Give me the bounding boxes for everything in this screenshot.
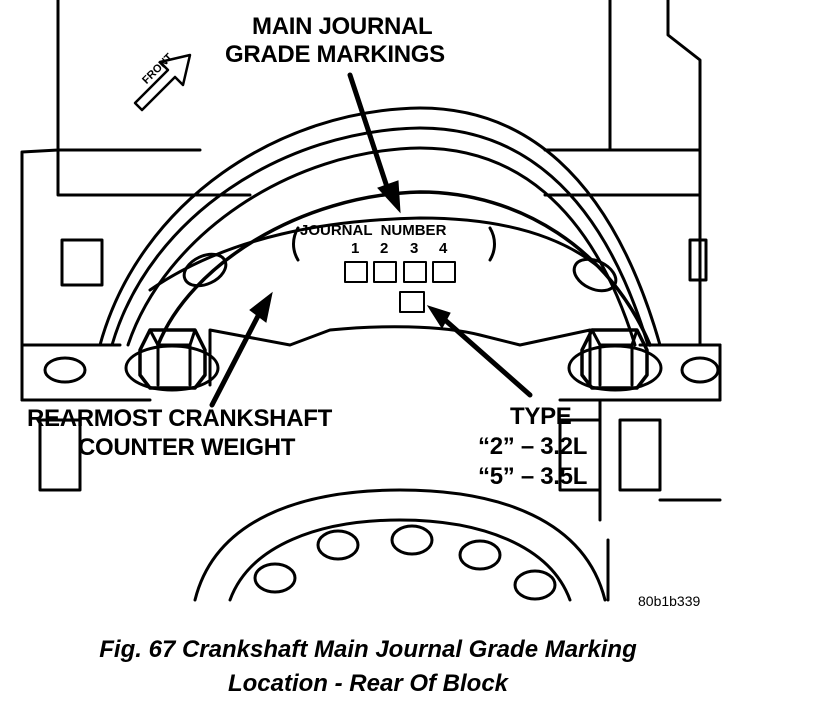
type-box: [399, 291, 425, 313]
main-journal-arrowhead: [377, 180, 401, 214]
journal-number-bracket-left: [292, 226, 300, 262]
main-journal-title-line1: MAIN JOURNAL: [252, 13, 433, 40]
journal-number-3: 3: [410, 240, 419, 257]
journal-number-4: 4: [439, 240, 448, 257]
block-outline-right: [666, 0, 702, 347]
type-label-line2: “5” – 3.5L: [478, 463, 588, 490]
counterweight-label-line2: COUNTER WEIGHT: [78, 434, 296, 461]
figure-caption-line1: Fig. 67 Crankshaft Main Journal Grade Ma…: [99, 636, 637, 663]
counterweight-label-line1: REARMOST CRANKSHAFT: [27, 405, 332, 432]
flywheel-hole-4: [458, 539, 502, 571]
journal-number-bracket-right: [488, 226, 496, 262]
cap-bolt-right: [567, 328, 663, 392]
counterweight-leader: [209, 313, 261, 408]
grade-box-4: [432, 261, 456, 283]
type-label-line1: “2” – 3.2L: [478, 433, 588, 460]
counterweight-arrowhead: [249, 291, 273, 323]
lower-right-casting: [598, 398, 722, 602]
journal-number-1: 1: [351, 240, 360, 257]
counterweight-inner-edge: [148, 216, 602, 292]
block-outline-upper-right: [543, 148, 702, 197]
main-journal-leader: [347, 72, 391, 193]
lower-slot-3: [618, 418, 662, 492]
flywheel-hole-2: [316, 529, 360, 561]
journal-number-2: 2: [380, 240, 389, 257]
bolt-hole-right: [680, 356, 720, 384]
block-slot-left: [60, 238, 104, 287]
flywheel-inner: [228, 518, 572, 602]
flywheel-hole-1: [253, 562, 297, 594]
leader-arrows: [209, 72, 533, 408]
journal-arc-back-3: [126, 146, 637, 347]
grade-box-3: [403, 261, 427, 283]
counterweight-hole-left: [182, 252, 228, 288]
block-slot-right: [688, 238, 708, 282]
block-lower-face: [20, 343, 722, 402]
block-outline-left: [20, 0, 60, 347]
grade-box-1: [344, 261, 368, 283]
bearing-cap-edge: [208, 325, 592, 387]
bolt-hole-left: [43, 356, 87, 384]
counterweight-hole-right: [572, 257, 618, 293]
figure-caption-line2: Location - Rear Of Block: [227, 670, 509, 697]
figure-code: 80b1b339: [638, 593, 701, 609]
type-label-title: TYPE: [510, 403, 572, 430]
flywheel-hole-3: [390, 524, 434, 556]
flywheel-outer: [193, 488, 607, 602]
flywheel-hole-5: [513, 569, 557, 601]
main-journal-title-line2: GRADE MARKINGS: [225, 41, 445, 68]
type-arrowhead: [426, 305, 451, 329]
journal-arc-outer-back: [98, 106, 662, 347]
journal-arc-back-2: [110, 126, 650, 347]
type-leader: [442, 317, 533, 398]
grade-box-2: [373, 261, 397, 283]
journal-number-label: JOURNAL NUMBER: [300, 222, 447, 239]
front-arrow-icon: [133, 53, 192, 112]
cap-bolt-left: [124, 328, 220, 392]
lower-slot-1: [38, 418, 82, 492]
